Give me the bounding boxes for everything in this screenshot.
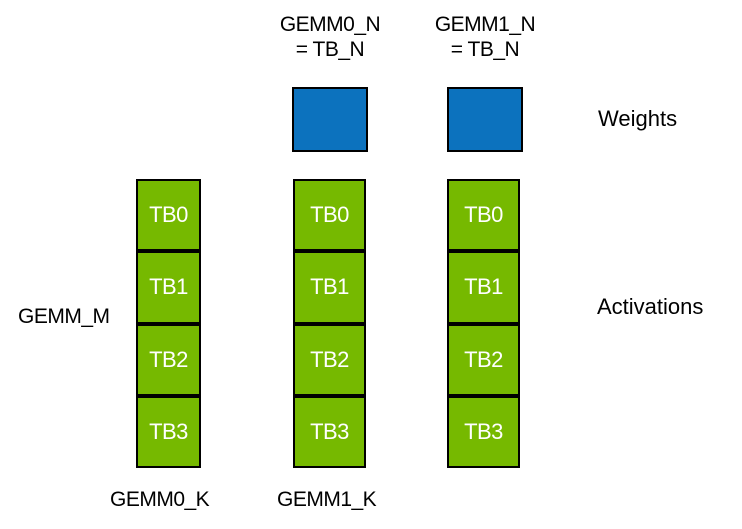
- gemm1-n-label-line1: GEMM1_N: [434, 13, 536, 36]
- gemm0-n-label-line1: GEMM0_N: [279, 13, 381, 36]
- gemm1-k-label: GEMM1_K: [277, 488, 377, 511]
- tb-cell: TB1: [447, 251, 520, 324]
- tb-cell: TB2: [447, 323, 520, 396]
- tb-cell: TB2: [293, 323, 366, 396]
- weight-block-gemm0: [292, 87, 368, 152]
- activations-label: Activations: [597, 294, 704, 319]
- weights-label: Weights: [598, 106, 678, 131]
- gemm0-k-label: GEMM0_K: [110, 488, 210, 511]
- gemm1-n-label-line2: = TB_N: [450, 38, 520, 61]
- tb-cell: TB2: [136, 323, 201, 396]
- tb-cell: TB1: [136, 251, 201, 324]
- activation-column-1: TB0 TB1 TB2 TB3: [293, 179, 366, 468]
- tb-cell: TB3: [447, 395, 520, 468]
- tb-cell: TB0: [447, 179, 520, 252]
- gemm0-n-label-line2: = TB_N: [295, 38, 365, 61]
- gemm1-n-label: GEMM1_N = TB_N: [420, 12, 550, 62]
- gemm0-n-label: GEMM0_N = TB_N: [265, 12, 395, 62]
- tb-cell: TB3: [293, 395, 366, 468]
- tb-cell: TB1: [293, 251, 366, 324]
- activation-column-0: TB0 TB1 TB2 TB3: [136, 179, 201, 468]
- activation-column-2: TB0 TB1 TB2 TB3: [447, 179, 520, 468]
- tb-cell: TB0: [293, 179, 366, 252]
- tb-cell: TB3: [136, 395, 201, 468]
- weight-block-gemm1: [447, 87, 523, 152]
- gemm-m-label: GEMM_M: [18, 305, 110, 328]
- tb-cell: TB0: [136, 179, 201, 252]
